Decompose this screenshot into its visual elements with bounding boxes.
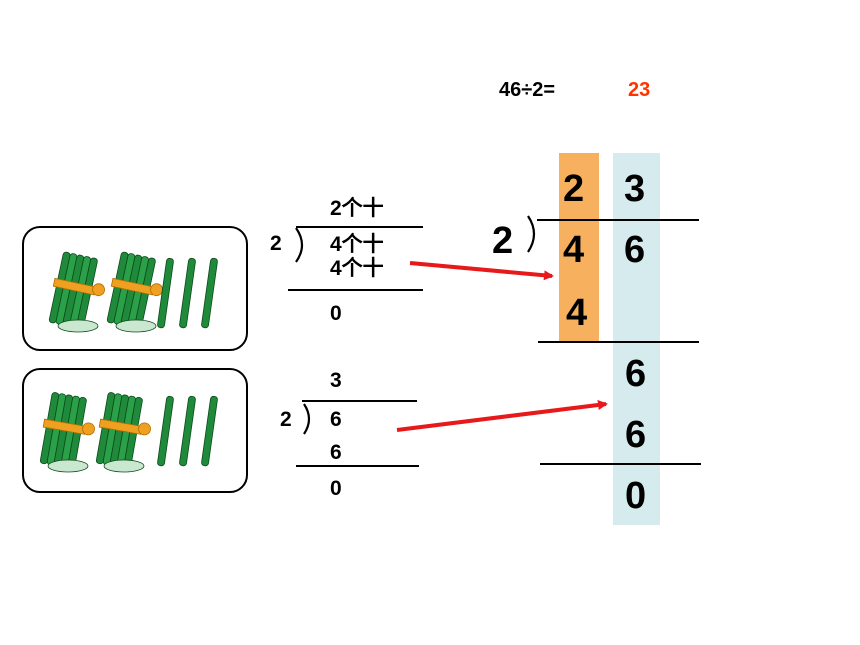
bottom-division-bar [302,400,417,402]
sticks-illustration-ones [39,392,218,473]
bottom-division-bracket-icon [303,403,311,435]
equation-answer: 23 [628,79,651,101]
bottom-product: 6 [330,441,342,464]
bottom-dividend: 6 [330,408,342,431]
top-divisor: 2 [270,232,282,255]
stick-bundle-icon [95,392,151,473]
single-sticks-icon [157,395,218,467]
top-subtraction-line [288,289,423,291]
stick-bundle-icon [39,392,95,473]
arrow-tens-icon [409,261,554,281]
combined-bring-down: 6 [625,353,647,395]
single-sticks-icon [157,257,218,329]
bottom-subtraction-line [296,465,419,467]
arrow-ones-icon [396,400,608,432]
combined-quotient-ones: 3 [624,168,646,210]
combined-division-bar [537,219,699,221]
top-dividend: 4个十 [330,233,384,256]
sticks-panel-ones [22,368,248,493]
combined-remainder: 0 [625,475,647,517]
bottom-remainder: 0 [330,477,342,500]
sticks-panel-tens [22,226,248,351]
stick-bundle-icon [106,251,163,333]
combined-subtraction-line-1 [538,341,699,343]
combined-division-bracket-icon [527,215,536,253]
top-quotient: 2个十 [330,197,384,220]
combined-subtraction-line-2 [540,463,701,465]
sticks-illustration-tens [48,251,218,333]
equation-text: 46÷2= [499,79,556,101]
combined-product-ones: 6 [625,414,647,456]
combined-dividend-ones: 6 [624,229,646,271]
top-division-bracket-icon [295,227,304,263]
top-remainder: 0 [330,302,342,325]
tens-column-highlight [559,153,599,343]
combined-dividend-tens: 4 [563,229,585,271]
top-division-bar [296,226,423,228]
combined-divisor: 2 [492,220,514,262]
combined-quotient-tens: 2 [563,168,585,210]
bottom-divisor: 2 [280,408,292,431]
stick-bundle-icon [48,251,105,333]
top-product: 4个十 [330,257,384,280]
bottom-quotient: 3 [330,369,342,392]
combined-product-tens: 4 [566,292,588,334]
